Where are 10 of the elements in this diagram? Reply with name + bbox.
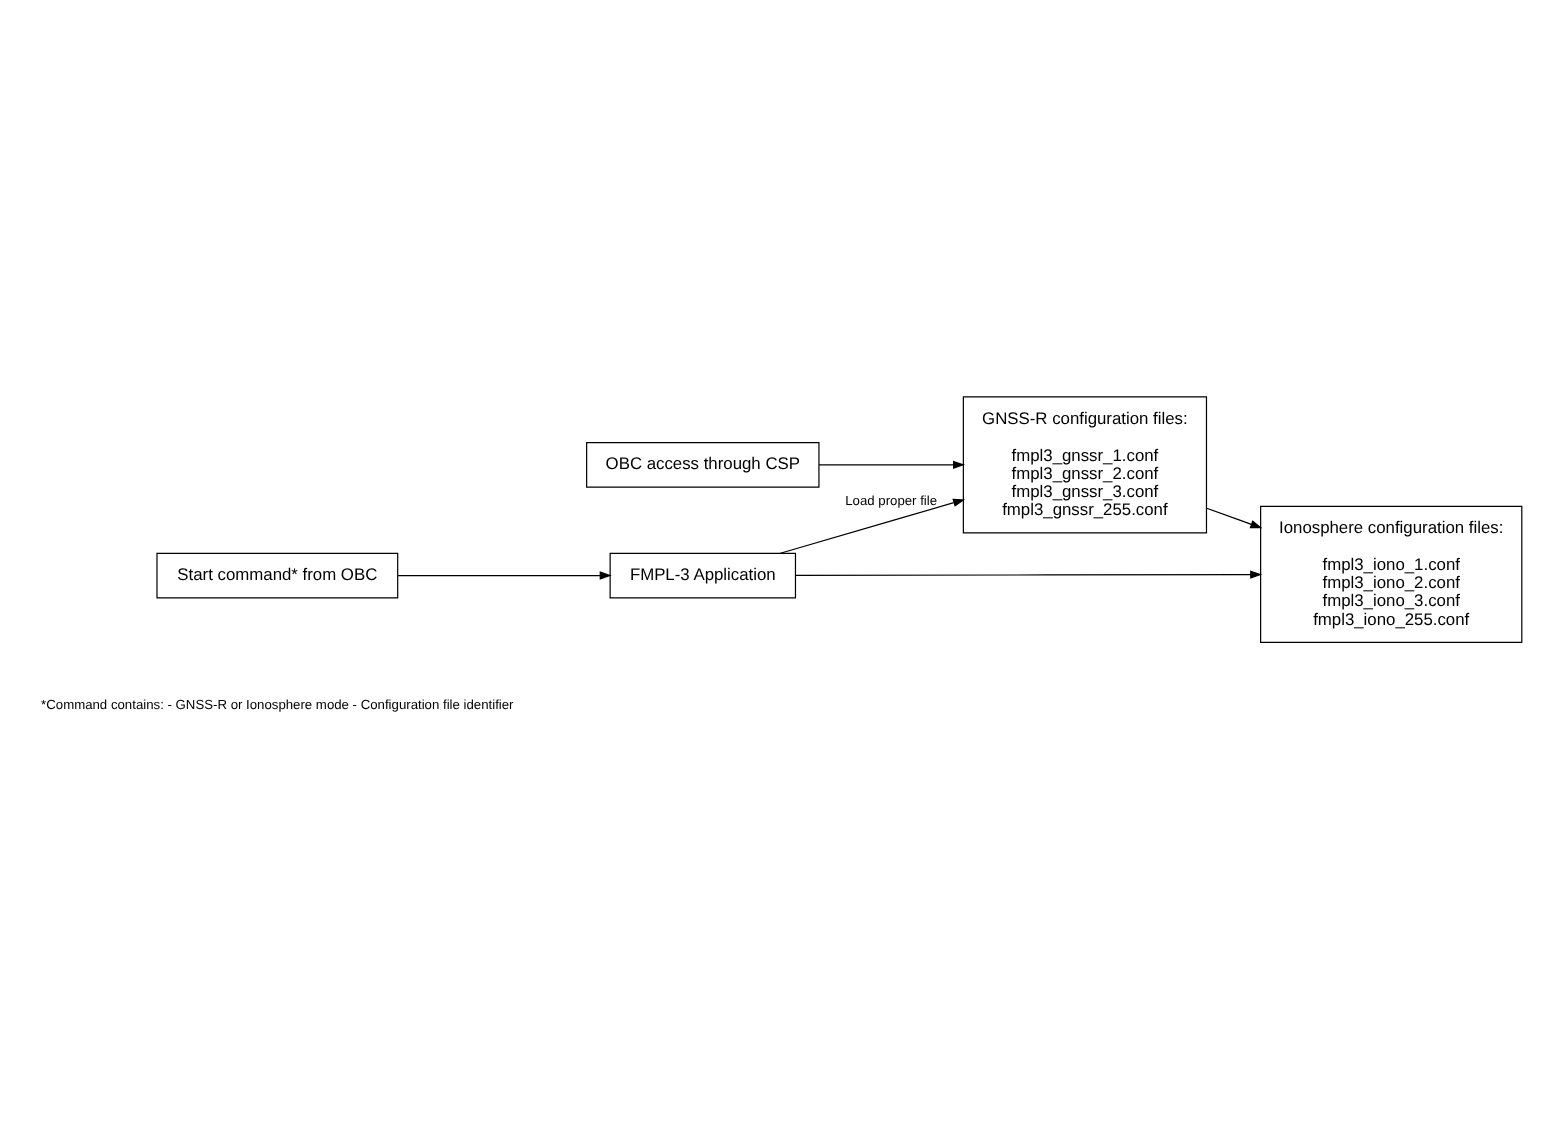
- node-box: OBC access through CSP: [586, 441, 820, 488]
- arrow: [818, 460, 966, 470]
- node-box: Start command* from OBC: [156, 552, 399, 599]
- arrow: [397, 571, 612, 580]
- arrow: [1206, 507, 1263, 529]
- node-box: GNSS-R configuration files: fmpl3_gnssr_1.conf fmpl3_gnssr_2.conf fmpl3_gnssr_3.conf fmpl3_gnssr_255.conf: [962, 396, 1208, 534]
- arrow: [795, 570, 1263, 579]
- node-box: Ionosphere configuration files: fmpl3_iono_1.conf fmpl3_iono_2.conf fmpl3_iono_3.conf fmpl3_iono_255.conf: [1260, 505, 1523, 643]
- node-box: FMPL-3 Application: [609, 552, 797, 599]
- arrow: [779, 498, 966, 554]
